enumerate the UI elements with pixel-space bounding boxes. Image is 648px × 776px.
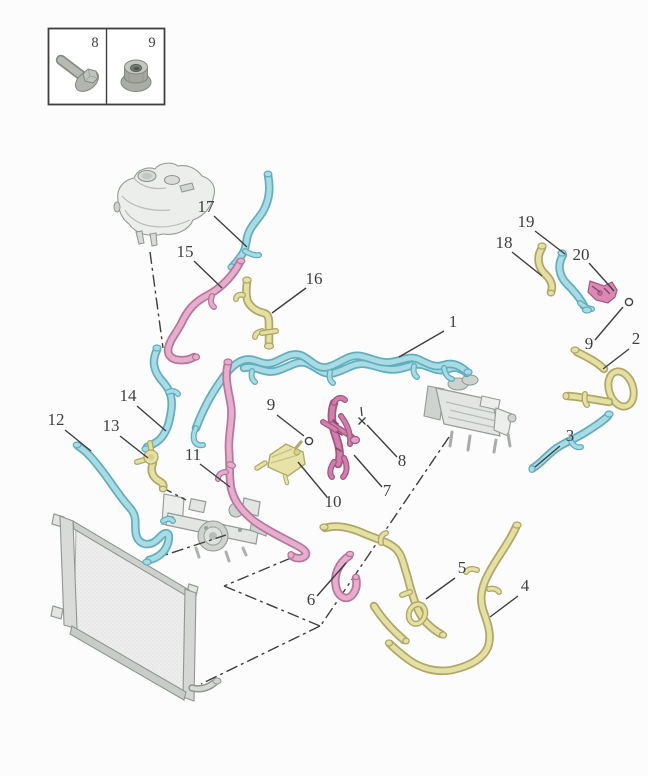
- legend-num-9: 9: [148, 35, 155, 51]
- valve-unit-10[interactable]: [254, 440, 306, 486]
- thermostat-hose-13[interactable]: [134, 440, 168, 493]
- legend-cell-bolt[interactable]: 8: [55, 35, 102, 96]
- nut-position-marker-right: [624, 297, 634, 307]
- nut-position-marker-center: [304, 436, 314, 446]
- callout-9-center[interactable]: 9: [267, 395, 276, 414]
- leader-lines: [64, 215, 630, 618]
- hose-3[interactable]: [528, 410, 614, 474]
- charge-air-cooler[interactable]: [423, 374, 517, 454]
- flange-nut-icon: [120, 59, 152, 92]
- hose-6[interactable]: [335, 550, 359, 598]
- hose-12-radiator-hose[interactable]: [72, 441, 176, 566]
- callout-12[interactable]: 12: [48, 410, 65, 429]
- callout-17[interactable]: 17: [198, 197, 216, 216]
- hose-15[interactable]: [168, 257, 246, 360]
- callout-5[interactable]: 5: [458, 558, 467, 577]
- callout-14[interactable]: 14: [120, 386, 138, 405]
- callout-1[interactable]: 1: [449, 312, 458, 331]
- hose-2[interactable]: [562, 346, 638, 411]
- callout-2[interactable]: 2: [632, 329, 641, 348]
- callout-19[interactable]: 19: [518, 212, 535, 231]
- callout-18[interactable]: 18: [496, 233, 513, 252]
- flange-bolt-icon: [55, 54, 100, 92]
- callout-20[interactable]: 20: [573, 245, 590, 264]
- callout-9-right[interactable]: 9: [585, 334, 594, 353]
- callout-13[interactable]: 13: [103, 416, 120, 435]
- pipe-16[interactable]: [233, 276, 279, 350]
- callout-11[interactable]: 11: [185, 445, 201, 464]
- bracket-pipe-7[interactable]: [320, 394, 361, 480]
- callout-8-center[interactable]: 8: [398, 451, 407, 470]
- fastener-legend-box: 8 9: [47, 27, 166, 106]
- hose-4[interactable]: [384, 521, 522, 671]
- hose-19[interactable]: [558, 249, 595, 314]
- callout-3[interactable]: 3: [566, 426, 575, 445]
- bolt-position-marker: [358, 406, 366, 425]
- callout-10[interactable]: 10: [325, 492, 342, 511]
- legend-cell-nut[interactable]: 9: [120, 35, 156, 92]
- callout-6[interactable]: 6: [307, 590, 316, 609]
- callout-7[interactable]: 7: [383, 481, 392, 500]
- hose-5[interactable]: [319, 524, 448, 645]
- callout-16[interactable]: 16: [306, 269, 323, 288]
- radiator[interactable]: [50, 513, 222, 702]
- hose-1-main-coolant-hose[interactable]: [190, 354, 473, 449]
- callout-15[interactable]: 15: [177, 242, 194, 261]
- callout-4[interactable]: 4: [521, 576, 530, 595]
- radiator-mount-tab: [50, 605, 64, 620]
- expansion-tank[interactable]: [113, 162, 215, 247]
- callouts: 17 15 16 1 19 18 20 9 2 3 14 13 12 11 9 …: [48, 197, 641, 609]
- hose-18[interactable]: [538, 242, 555, 297]
- legend-num-8: 8: [91, 35, 98, 51]
